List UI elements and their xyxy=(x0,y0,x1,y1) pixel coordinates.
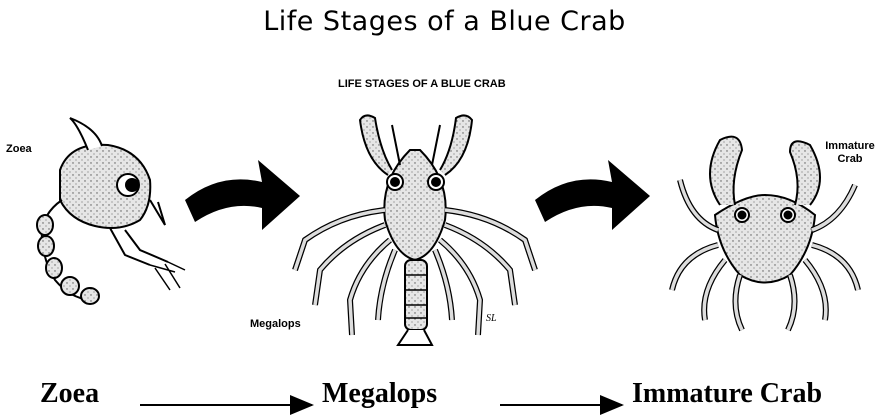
arrow-icon-2 xyxy=(535,160,650,230)
artist-signature: SL xyxy=(486,313,497,324)
megalops-caption: Megalops xyxy=(250,318,301,330)
megalops-illustration xyxy=(295,115,535,345)
stage-label-immature-crab: Immature Crab xyxy=(632,378,822,410)
stage-label-megalops: Megalops xyxy=(322,378,437,410)
zoea-caption: Zoea xyxy=(6,143,32,155)
immature-crab-caption: Immature Crab xyxy=(815,140,885,166)
zoea-illustration xyxy=(37,118,185,304)
stage-label-zoea: Zoea xyxy=(40,378,99,410)
arrow-icon-1 xyxy=(185,160,300,230)
